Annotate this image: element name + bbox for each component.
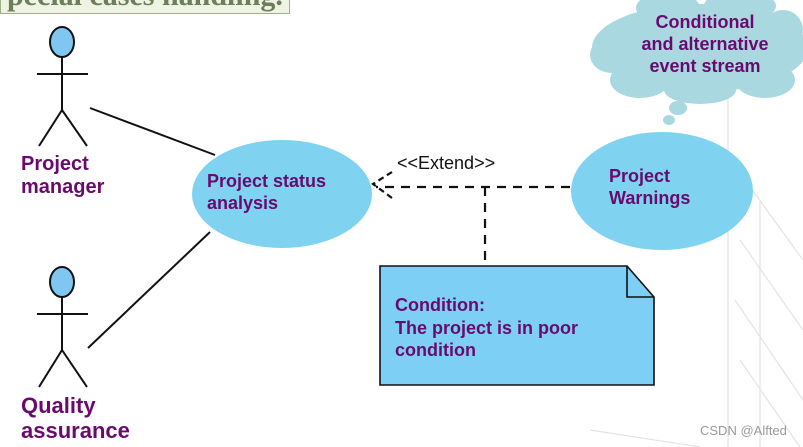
actor-label-quality-assurance: Quality assurance bbox=[21, 393, 130, 444]
note-line: The project is in poor bbox=[395, 317, 579, 338]
actor-head bbox=[49, 266, 75, 298]
use-case-label-line: Project bbox=[609, 166, 671, 186]
note-line: condition bbox=[395, 340, 476, 360]
association-quality bbox=[87, 231, 211, 349]
use-case-label-project-warnings: Project Warnings bbox=[609, 166, 690, 209]
cloud-label: Conditional and alternative event stream bbox=[606, 12, 803, 78]
actor-label-line: manager bbox=[21, 176, 105, 198]
thought-bubble-tiny bbox=[663, 115, 675, 125]
note-line: Condition: bbox=[395, 295, 485, 315]
actor-head bbox=[49, 26, 75, 58]
actor-label-line: assurance bbox=[21, 418, 130, 444]
extend-arrowhead bbox=[371, 171, 393, 199]
use-case-label-line: Warnings bbox=[609, 187, 691, 208]
condition-note bbox=[379, 265, 655, 386]
cloud-label-line: event stream bbox=[649, 55, 761, 76]
use-case-project-status-analysis bbox=[192, 140, 372, 248]
cloud-label-line: Conditional bbox=[655, 12, 755, 32]
background-decoration bbox=[589, 90, 803, 447]
cloud-label-line: and alternative bbox=[641, 33, 769, 54]
use-case-label-line: Project status bbox=[207, 171, 327, 191]
use-case-label-line: analysis bbox=[207, 192, 279, 213]
extend-stereotype-label: <<Extend>> bbox=[397, 153, 496, 173]
actor-label-line: Quality bbox=[21, 393, 96, 418]
association-manager bbox=[89, 107, 216, 156]
actor-project-manager bbox=[37, 26, 88, 147]
use-case-project-warnings bbox=[571, 132, 753, 250]
slide-title: pecial cases handling. bbox=[0, 0, 290, 14]
condition-note-text: Condition: The project is in poor condit… bbox=[395, 294, 578, 362]
actor-label-project-manager: Project manager bbox=[21, 153, 104, 199]
actor-label-line: Project bbox=[21, 153, 89, 175]
use-case-label-project-status-analysis: Project status analysis bbox=[207, 171, 326, 214]
watermark: CSDN @Alfted bbox=[700, 423, 787, 438]
actor-quality-assurance bbox=[37, 266, 88, 388]
thought-cloud bbox=[590, 0, 803, 125]
thought-bubble-small bbox=[669, 101, 687, 115]
